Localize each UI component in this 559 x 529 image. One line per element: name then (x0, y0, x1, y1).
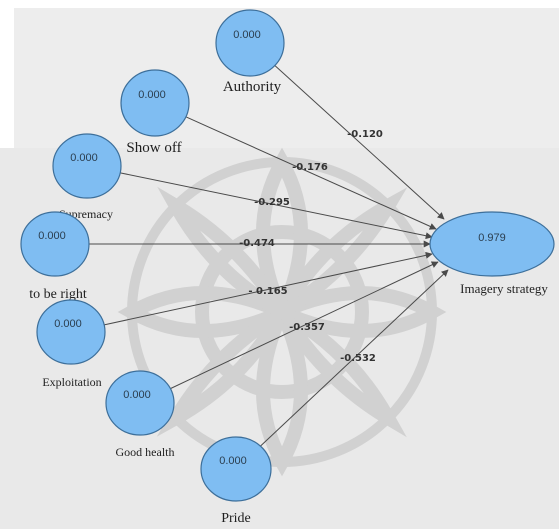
node-value: 0.000 (233, 29, 261, 41)
node-ellipse[interactable] (200, 436, 272, 502)
node-label: Pride (221, 511, 251, 526)
node-ellipse[interactable] (215, 9, 285, 77)
coefficient-to-be-right: -0.474 (239, 238, 275, 249)
path-pride-to-target (260, 269, 449, 447)
coefficient-authority: -0.120 (347, 129, 383, 140)
node-to-be-right[interactable]: 0.000 to be right (20, 211, 90, 302)
node-label: to be right (29, 287, 87, 302)
node-value: 0.000 (123, 389, 151, 401)
node-ellipse[interactable] (429, 211, 555, 277)
path-good-health-to-target (170, 261, 439, 390)
node-label: Authority (223, 79, 282, 95)
coefficient-show-off: -0.176 (292, 162, 328, 173)
coefficient-good-health: -0.357 (289, 322, 325, 333)
coefficient-pride: -0.532 (340, 353, 376, 364)
node-label: Exploitation (42, 375, 101, 389)
node-value: 0.000 (38, 230, 66, 242)
node-label: Good health (116, 445, 175, 459)
node-value: 0.000 (70, 152, 98, 164)
node-ellipse[interactable] (52, 133, 122, 199)
node-ellipse[interactable] (105, 370, 175, 436)
node-ellipse[interactable] (36, 299, 106, 365)
node-ellipse[interactable] (20, 211, 90, 277)
coefficient-supremacy: -0.295 (254, 197, 290, 208)
node-value: 0.979 (478, 232, 506, 244)
node-label: Imagery strategy (460, 281, 548, 296)
node-value: 0.000 (219, 455, 247, 467)
paths-layer (89, 65, 449, 447)
coefficient-exploitation: - 0.165 (248, 286, 287, 297)
watermark-emblem (117, 147, 447, 477)
node-value: 0.000 (138, 89, 166, 101)
path-exploitation-to-target (104, 251, 433, 326)
path-authority-to-target (274, 65, 445, 220)
canvas-panel-top (14, 8, 559, 148)
node-label: Show off (126, 140, 181, 156)
node-value: 0.000 (54, 318, 82, 330)
node-ellipse[interactable] (120, 69, 190, 137)
coefficients-layer: -0.120 -0.176 -0.295 -0.474 - 0.165 -0.357 -0.… (239, 129, 383, 364)
path-supremacy-to-target (120, 172, 433, 240)
path-show-off-to-target (185, 116, 437, 230)
